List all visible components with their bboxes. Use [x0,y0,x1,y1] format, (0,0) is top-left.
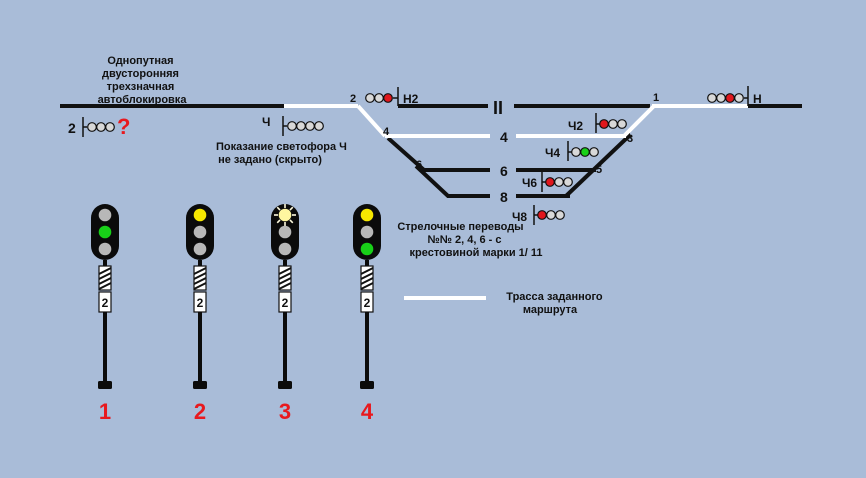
signal-ch8-lamp-2 [546,210,556,220]
flash-rays-icon [274,204,296,226]
signal-n2-lamp-1 [365,93,375,103]
route-tracks [284,104,748,300]
mast-lamp-2 [360,225,374,239]
mast-lamp-1 [360,208,374,222]
signal-ch4-lamp-2 [580,147,590,157]
track-main-roman: II [493,98,503,118]
mast-signal-2: 22 [186,204,214,424]
track-8 [414,164,490,198]
mast-number-label: 2 [194,399,206,424]
signal-n-lamp-1 [707,93,717,103]
mast-lamp-3 [98,242,112,256]
switch-2-label: 2 [350,93,356,105]
mast-lamp-3 [278,242,292,256]
mast-base [278,381,292,389]
signal-ch-label: Ч [262,115,270,129]
signal-n-lamp-3 [725,93,735,103]
hidden-signal-note: Показание светофора Ч не задано (скрыто) [216,141,350,166]
signal-ch4-label: Ч4 [545,146,560,160]
track-6-label: 6 [500,163,508,179]
mast-lamp-2 [98,225,112,239]
mast-number-label: 3 [279,399,291,424]
signal-ch-lamp-3 [305,121,315,131]
switch-3-label: 3 [627,133,633,145]
mast-base [193,381,207,389]
switch-1-label: 1 [653,92,659,104]
signal-block-2-label: 2 [68,120,76,136]
signal-ch4-lamp-1 [571,147,581,157]
signal-n-label: Н [753,92,762,106]
signal-block-2: 2 ? [68,114,130,139]
signal-block-2-lamp-2 [96,122,106,132]
mast-number-label: 1 [99,399,111,424]
mast-plate-label: 2 [364,296,371,310]
mast-pole [198,312,202,382]
mast-signal-4: 24 [353,204,381,424]
signal-ch8: Ч8 [512,205,565,225]
route-switch-2 [356,104,387,138]
signal-n2: Н2 [365,87,419,106]
mast-lamp-1 [193,208,207,222]
switch-5-label: 5 [596,164,602,176]
mast-signal-3: 23 [271,204,299,424]
signal-ch6-lamp-1 [545,177,555,187]
signal-ch6-lamp-2 [554,177,564,187]
signal-n: Н [707,86,762,106]
dark-tracks [60,104,802,198]
mast-plate-label: 2 [197,296,204,310]
signal-n2-lamp-3 [383,93,393,103]
signal-ch4-lamp-3 [589,147,599,157]
switch-6-label: 6 [416,159,422,171]
signal-ch6: Ч6 [522,172,573,192]
mast-lamp-2 [278,225,292,239]
signal-ch8-lamp-1 [537,210,547,220]
mast-signal-1: 21 [91,204,119,424]
mast-plate-label: 2 [282,296,289,310]
mast-base [360,381,374,389]
mast-lamp-2 [193,225,207,239]
mast-lamp-3 [360,242,374,256]
signal-ch2-label: Ч2 [568,119,583,133]
mast-pole [283,312,287,382]
signal-ch8-label: Ч8 [512,210,527,224]
mast-number-label: 4 [361,399,374,424]
mast-pole [103,312,107,382]
signal-ch4: Ч4 [545,141,599,161]
signal-n2-lamp-2 [374,93,384,103]
signal-ch6-label: Ч6 [522,176,537,190]
signal-ch2: Ч2 [568,113,627,133]
track-4-label: 4 [500,129,508,145]
track-right-diagonal [564,133,632,198]
mast-lamp-3 [193,242,207,256]
signal-block-2-lamp-1 [87,122,97,132]
track-8-label: 8 [500,189,508,205]
signal-ch2-lamp-1 [599,119,609,129]
mast-pole [365,312,369,382]
switch-4-label: 4 [383,126,390,138]
signal-ch-lamp-1 [287,121,297,131]
mast-lamp-1 [98,208,112,222]
signal-ch8-lamp-3 [555,210,565,220]
signal-ch: Ч [262,115,324,136]
track-6 [386,136,490,172]
signal-ch-lamp-4 [314,121,324,131]
autoblock-note: Однопутная двусторонняя трехзначная авто… [98,55,188,106]
mast-plate-label: 2 [102,296,109,310]
switch-note: Стрелочные переводы №№ 2, 4, 6 - с крест… [397,221,542,259]
mast-lamp-1 [278,208,292,222]
mast-base [98,381,112,389]
route-switch-1 [622,104,656,138]
route-legend-text: Трасса заданного маршрута [506,291,605,316]
signal-ch2-lamp-2 [608,119,618,129]
signal-ch6-lamp-3 [563,177,573,187]
signal-n-lamp-4 [734,93,744,103]
question-mark: ? [117,114,130,139]
signal-n-lamp-2 [716,93,726,103]
signal-block-2-lamp-3 [105,122,115,132]
signal-n2-label: Н2 [403,92,419,106]
signal-ch2-lamp-3 [617,119,627,129]
signal-ch-lamp-2 [296,121,306,131]
